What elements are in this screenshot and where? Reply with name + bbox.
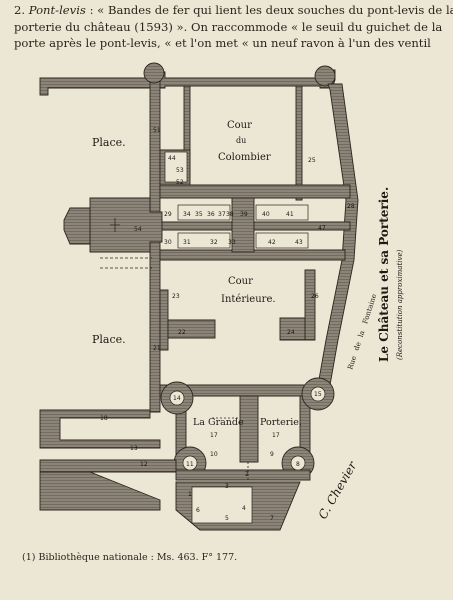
paragraph-heading: Pont-levis xyxy=(28,3,86,17)
svg-text:3: 3 xyxy=(225,483,229,490)
grande-porterie-label-2: Porterie. xyxy=(260,417,302,428)
plan-subtitle: (Reconstitution approximative) xyxy=(396,249,404,360)
svg-text:21: 21 xyxy=(153,345,161,352)
cour-colombier-label-2: du xyxy=(236,136,246,145)
svg-text:6: 6 xyxy=(196,507,200,514)
svg-text:31: 31 xyxy=(183,239,191,246)
text-line-1: 2. Pont-levis : « Bandes de fer qui lien… xyxy=(14,2,453,19)
text-line-3: porte après le pont-levis, « et l'on met… xyxy=(14,36,431,50)
svg-text:25: 25 xyxy=(308,157,316,164)
svg-text:42: 42 xyxy=(268,239,276,246)
svg-text:5: 5 xyxy=(225,515,229,522)
svg-text:40: 40 xyxy=(262,211,270,218)
cour-interieure-label-2: Intérieure. xyxy=(221,294,276,305)
plan-title: Le Château et sa Porterie. xyxy=(377,187,391,362)
grande-porterie-label-1: La Grande xyxy=(193,417,244,428)
svg-text:1: 1 xyxy=(188,491,192,498)
svg-text:17: 17 xyxy=(272,432,280,439)
svg-text:44: 44 xyxy=(168,155,176,162)
svg-text:32: 32 xyxy=(210,239,218,246)
signature: C. Chevier xyxy=(315,458,360,521)
svg-text:36: 36 xyxy=(207,211,215,218)
svg-text:11: 11 xyxy=(186,461,194,468)
svg-text:47: 47 xyxy=(318,225,326,232)
svg-text:Rue: Rue xyxy=(346,355,358,371)
svg-text:54: 54 xyxy=(134,226,142,233)
svg-text:34: 34 xyxy=(183,211,191,218)
svg-text:13: 13 xyxy=(130,445,138,452)
svg-text:15: 15 xyxy=(314,391,322,398)
svg-text:51: 51 xyxy=(153,127,161,134)
svg-text:de: de xyxy=(352,341,362,352)
svg-text:la: la xyxy=(357,330,367,339)
svg-text:35: 35 xyxy=(195,211,203,218)
svg-text:52: 52 xyxy=(176,179,184,186)
svg-text:26: 26 xyxy=(311,293,319,300)
svg-text:12: 12 xyxy=(140,461,148,468)
svg-text:17: 17 xyxy=(210,432,218,439)
svg-text:18: 18 xyxy=(100,415,108,422)
place-bottom-label: Place. xyxy=(92,333,126,346)
svg-text:2: 2 xyxy=(245,471,249,478)
svg-text:43: 43 xyxy=(295,239,303,246)
paragraph-number: 2. xyxy=(14,3,26,17)
street-label: Rue de la Fontaine xyxy=(346,293,378,371)
svg-text:30: 30 xyxy=(164,239,172,246)
footnote: (1) Bibliothèque nationale : Ms. 463. F°… xyxy=(22,552,238,563)
svg-text:41: 41 xyxy=(286,211,294,218)
svg-text:7: 7 xyxy=(270,515,274,522)
cour-colombier-label-1: Cour xyxy=(227,120,252,131)
svg-text:29: 29 xyxy=(164,211,172,218)
svg-text:23: 23 xyxy=(172,293,180,300)
svg-text:33: 33 xyxy=(228,239,236,246)
cour-colombier-label-3: Colombier xyxy=(218,152,271,163)
svg-text:37: 37 xyxy=(218,211,226,218)
svg-text:53: 53 xyxy=(176,167,184,174)
body-text: 2. Pont-levis : « Bandes de fer qui lien… xyxy=(14,2,453,52)
svg-text:22: 22 xyxy=(178,329,186,336)
svg-text:24: 24 xyxy=(287,329,295,336)
svg-text:14: 14 xyxy=(173,395,181,402)
room-numbers: 51 44 53 52 25 28 29 30 34 35 36 37 38 3… xyxy=(100,127,355,522)
svg-text:28: 28 xyxy=(347,203,355,210)
svg-text:39: 39 xyxy=(240,211,248,218)
plan-details xyxy=(100,218,249,480)
text-line-2: porterie du château (1593) ». On raccomm… xyxy=(14,19,443,34)
svg-text:4: 4 xyxy=(242,505,246,512)
cour-interieure-label-1: Cour xyxy=(228,276,253,287)
svg-text:Fontaine: Fontaine xyxy=(361,293,378,325)
plan-rooms xyxy=(164,151,326,524)
text-line-1-rest: : « Bandes de fer qui lient les deux sou… xyxy=(89,3,453,17)
svg-text:8: 8 xyxy=(296,461,300,468)
svg-text:9: 9 xyxy=(270,451,274,458)
place-top-label: Place. xyxy=(92,136,126,149)
svg-text:10: 10 xyxy=(210,451,218,458)
svg-text:38: 38 xyxy=(226,211,234,218)
